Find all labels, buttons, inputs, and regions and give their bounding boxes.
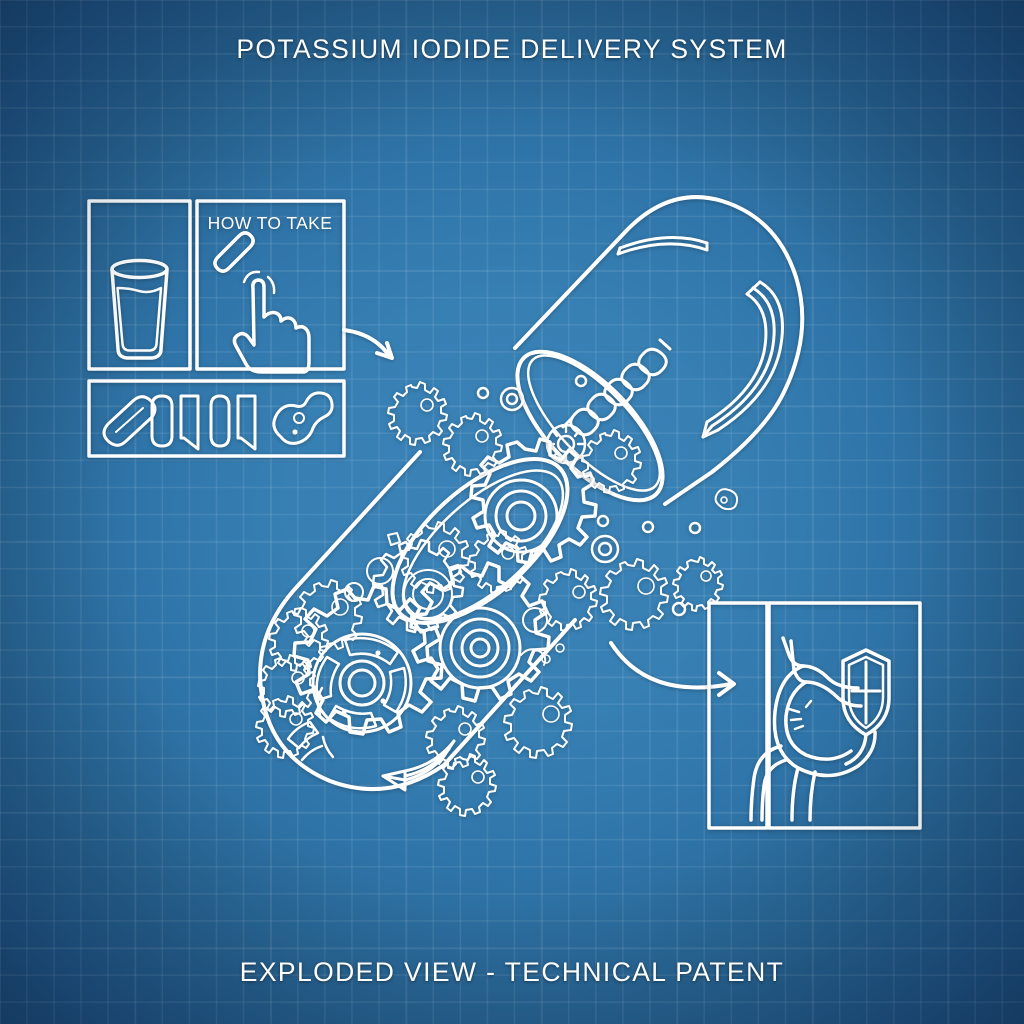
gear-large-top <box>471 439 596 563</box>
gear-small-h <box>426 706 485 769</box>
particle-gear-1 <box>388 382 447 445</box>
clockwork-rotor-gear <box>294 586 442 734</box>
gear-small-a <box>401 522 469 593</box>
arrow-intake <box>344 330 392 358</box>
softgel-icon <box>274 393 332 443</box>
tablet-icon <box>215 233 253 271</box>
transition-cell-frame <box>709 603 767 828</box>
gear-cluster-upper <box>345 522 597 632</box>
capsule-icon <box>104 397 155 446</box>
blister-pack-icon-1 <box>152 396 198 449</box>
irritation-marks <box>789 701 811 729</box>
blister-pack-icon-2 <box>211 396 255 449</box>
particle-granule-1 <box>716 489 738 509</box>
stomach-icon <box>751 638 875 820</box>
page-title: POTASSIUM IODIDE DELIVERY SYSTEM <box>236 34 788 64</box>
particle-gear-4 <box>600 559 668 630</box>
water-glass-icon <box>112 261 167 359</box>
how-to-take-panel-frame <box>197 201 344 369</box>
curved-return-arrow <box>703 282 783 437</box>
gear-small-f <box>258 655 316 717</box>
pointing-hand-icon <box>234 280 309 372</box>
coil-spring-icon <box>563 340 670 435</box>
motion-arrow <box>383 741 454 790</box>
particle-gear-2 <box>443 413 502 476</box>
tap-ripple-icon <box>244 272 274 293</box>
gear-small-j <box>504 687 572 758</box>
capsule-bottom-half <box>256 430 597 816</box>
gear-cluster-left <box>256 580 362 760</box>
gear-small-g <box>256 696 314 758</box>
shield-icon <box>843 650 889 735</box>
gear-small-b <box>469 530 528 593</box>
water-glass-panel-frame <box>89 201 190 369</box>
stomach-panel-frame <box>769 603 920 828</box>
particle-gear-5 <box>673 557 723 611</box>
gear-cluster-lower <box>426 608 572 816</box>
gear-small-c <box>539 569 597 631</box>
instruction-panel-group: HOW TO TAKE <box>89 201 344 456</box>
gear-small-e <box>269 608 328 671</box>
gear-medium-1 <box>373 540 463 632</box>
dispersed-particles <box>388 382 737 630</box>
dosage-strip-frame <box>89 381 344 456</box>
gear-large-mid <box>411 563 549 701</box>
arrow-absorption <box>611 643 734 695</box>
particle-gear-3 <box>582 430 641 493</box>
absorption-panel-group <box>709 603 920 828</box>
how-to-take-label: HOW TO TAKE <box>208 213 333 233</box>
capsule-top-half <box>494 197 802 523</box>
gear-small-i <box>438 754 496 816</box>
page-caption: EXPLODED VIEW - TECHNICAL PATENT <box>239 957 785 987</box>
